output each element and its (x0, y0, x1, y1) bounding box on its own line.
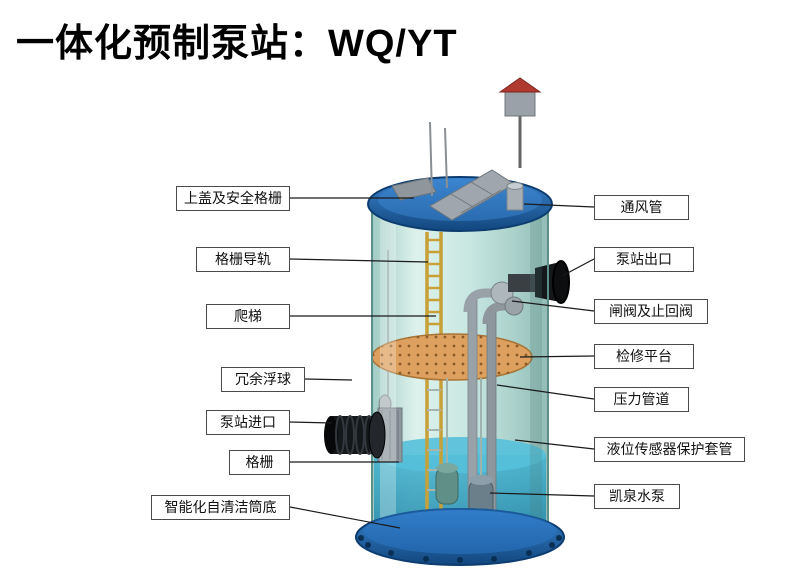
label-grille-rail: 格栅导轨 (196, 247, 290, 273)
label-float-balls: 冗余浮球 (221, 367, 305, 393)
label-platform: 检修平台 (594, 344, 694, 370)
control-cabinet (498, 77, 542, 168)
base-flange (355, 508, 565, 566)
antenna-masts (429, 121, 448, 197)
leader-lines (289, 197, 595, 529)
page-title: 一体化预制泵站：WQ/YT (16, 23, 458, 65)
pressure-pipes (463, 281, 524, 523)
label-vent-pipe: 通风管 (594, 195, 689, 221)
tank-outline (371, 205, 549, 535)
label-sensor-sleeve: 液位传感器保护套管 (594, 437, 745, 463)
label-inlet: 泵站进口 (206, 410, 290, 436)
label-ladder: 爬梯 (206, 304, 290, 330)
label-pressure-pipe: 压力管道 (594, 387, 689, 413)
label-outlet: 泵站出口 (594, 247, 694, 273)
inlet-pipe (324, 411, 386, 459)
vent-pipe (506, 182, 524, 211)
label-valves: 闸阀及止回阀 (594, 299, 708, 325)
label-top-cover-grille: 上盖及安全格栅 (176, 186, 290, 212)
label-grille: 格栅 (229, 450, 290, 476)
label-self-cleaning-bottom: 智能化自清洁筒底 (151, 495, 290, 521)
label-pump: 凯泉水泵 (594, 484, 680, 510)
